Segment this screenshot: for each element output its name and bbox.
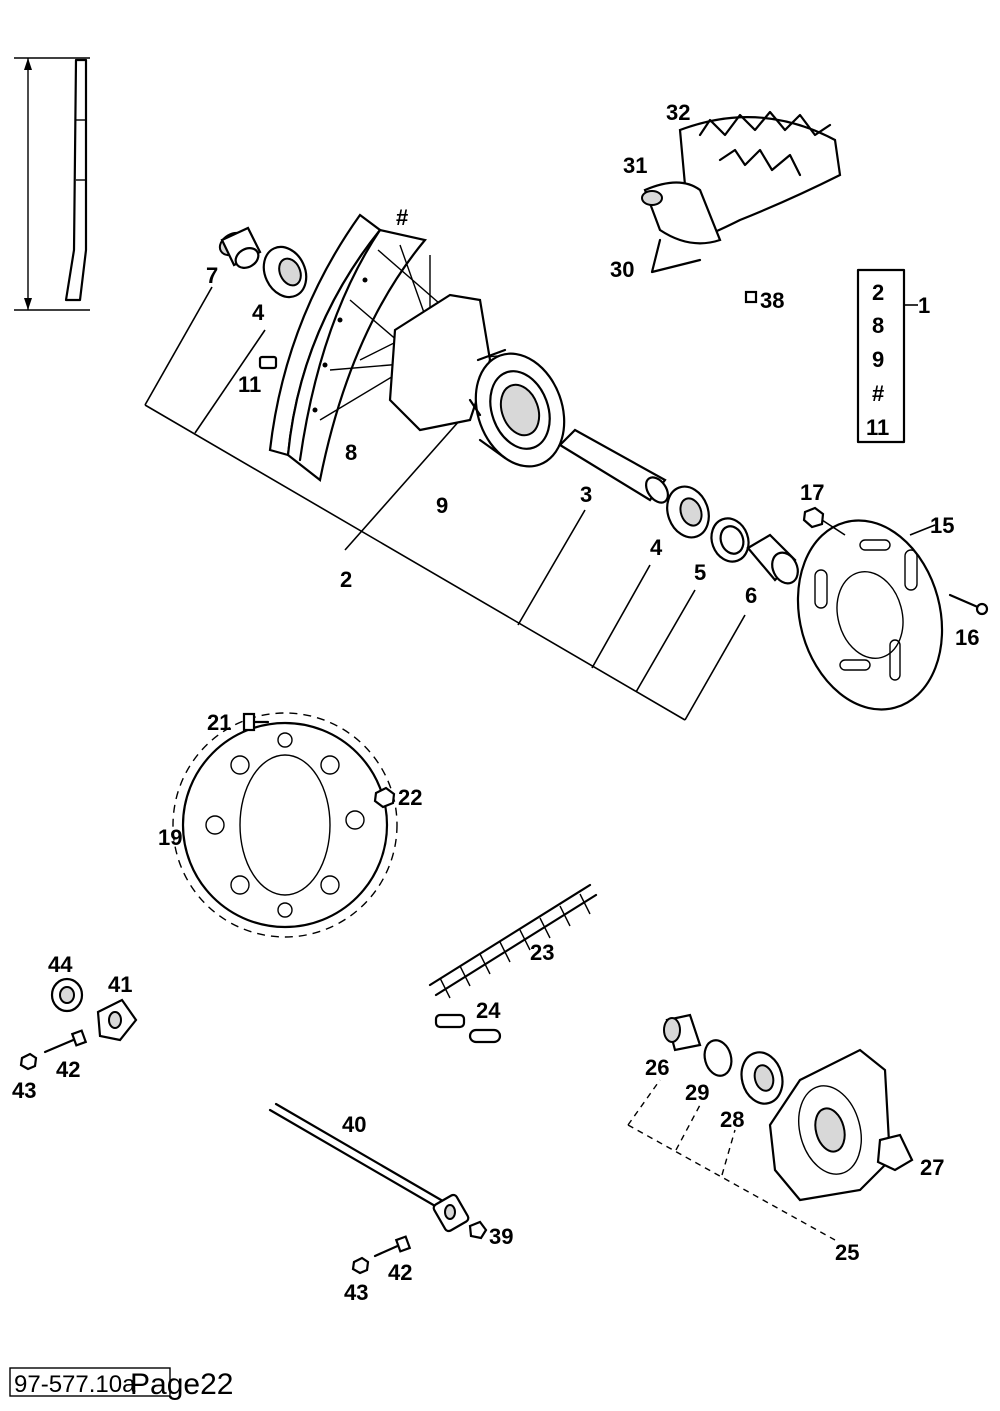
- valve-11: [258, 355, 278, 370]
- nut-43-left: [19, 1052, 38, 1071]
- spacer-tube-3: [558, 428, 670, 504]
- callout-39: 39: [489, 1224, 513, 1249]
- brake-disc-15: [796, 519, 944, 711]
- callout-25: 25: [835, 1240, 859, 1265]
- callout-31: 31: [623, 153, 647, 178]
- callout-4-lower: 4: [650, 535, 663, 560]
- callout-40: 40: [342, 1112, 366, 1137]
- kit-item-1: 2: [872, 280, 884, 305]
- kit-item-2: 8: [872, 313, 884, 338]
- nut-38: [744, 290, 758, 304]
- footer: 97-577.10a Page22: [9, 1367, 233, 1401]
- callout-11: 11: [238, 372, 261, 397]
- callout-32: 32: [666, 100, 690, 125]
- callout-29: 29: [685, 1080, 709, 1105]
- callout-42-bottom: 42: [388, 1260, 412, 1285]
- kit-box: [856, 268, 918, 444]
- callout-2-hub: 2: [340, 567, 352, 592]
- callout-7: 7: [206, 263, 218, 288]
- callout-15: 15: [930, 513, 954, 538]
- callout-43-left: 43: [12, 1078, 36, 1103]
- axle-40: [268, 1102, 470, 1233]
- screw-42-bottom: [373, 1235, 412, 1258]
- callout-6: 6: [745, 583, 757, 608]
- page-label: Page22: [130, 1368, 233, 1401]
- bearing-4-top: [262, 245, 308, 299]
- nut-43-bottom: [351, 1256, 370, 1275]
- callout-8: 8: [345, 440, 357, 465]
- callout-hash-rim: #: [396, 205, 408, 230]
- callout-3: 3: [580, 482, 592, 507]
- callout-21: 21: [207, 710, 231, 735]
- kit-box-items: 2 8 9 # 11: [866, 280, 889, 440]
- bearing-28: [740, 1051, 784, 1105]
- chain-23: [428, 883, 598, 999]
- carrier-leader-lines: [627, 1079, 836, 1241]
- callout-41: 41: [108, 972, 132, 997]
- spacer-6: [746, 533, 799, 585]
- tube-31: [641, 181, 722, 245]
- sprocket-carrier-25: [768, 1048, 892, 1202]
- callout-22: 22: [398, 785, 422, 810]
- nut-17: [802, 506, 825, 529]
- callout-16: 16: [955, 625, 979, 650]
- callout-28: 28: [720, 1107, 744, 1132]
- callout-27: 27: [920, 1155, 944, 1180]
- chain-adjuster-41: [96, 998, 138, 1042]
- spacer-26: [663, 1013, 702, 1052]
- callout-17: 17: [800, 480, 824, 505]
- callout-42-left: 42: [56, 1057, 80, 1082]
- kit-item-4: #: [872, 381, 884, 406]
- callout-44: 44: [48, 952, 73, 977]
- hub: [388, 293, 566, 468]
- screw-42-left: [43, 1029, 88, 1054]
- bolt-21: [242, 712, 270, 732]
- nut-39: [468, 1220, 488, 1240]
- callout-23: 23: [530, 940, 554, 965]
- callout-38: 38: [760, 288, 784, 313]
- callout-24: 24: [476, 998, 501, 1023]
- cap-44: [50, 977, 84, 1013]
- callout-5: 5: [694, 560, 706, 585]
- callout-9: 9: [436, 493, 448, 518]
- bearing-4-lower: [666, 485, 710, 539]
- rim-tape-30: [650, 238, 702, 274]
- callout-30: 30: [610, 257, 634, 282]
- callout-4-top: 4: [252, 300, 265, 325]
- seal-5: [710, 517, 750, 563]
- callout-43-bottom: 43: [344, 1280, 368, 1305]
- kit-item-3: 9: [872, 347, 884, 372]
- seal-29: [703, 1039, 733, 1077]
- screw-16: [948, 593, 989, 616]
- drawing-number: 97-577.10a: [14, 1371, 136, 1398]
- rim: [268, 213, 427, 482]
- damper-27: [876, 1133, 914, 1172]
- sprocket-19: [172, 712, 398, 938]
- callout-labels: 1 2 3 4 4 5 6 7 8 9 11 15 16 17 19 21 22…: [12, 100, 979, 1305]
- callout-19: 19: [158, 825, 182, 850]
- callout-26: 26: [645, 1055, 669, 1080]
- kit-item-5: 11: [866, 415, 889, 440]
- chain-link-24: [434, 1013, 502, 1044]
- callout-1: 1: [918, 293, 930, 318]
- spoke-drawing: [14, 57, 90, 311]
- main-leader-lines: [144, 286, 746, 721]
- nut-22: [373, 786, 396, 809]
- spacer-7: [218, 226, 262, 269]
